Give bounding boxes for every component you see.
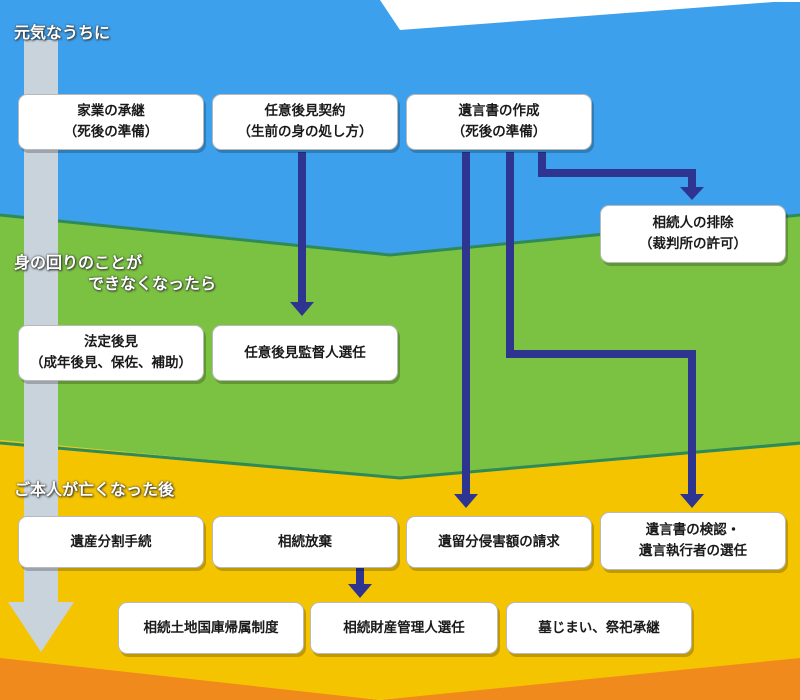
box-heir-exclusion-line2: （裁判所の許可） [639, 236, 747, 252]
band-healthy [0, 0, 800, 255]
box-estate-administrator: 相続財産管理人選任 [310, 602, 498, 654]
connector-will-probate-c [688, 350, 696, 496]
divider-declining-after [0, 441, 800, 480]
box-guardian-supervisor: 任意後見監督人選任 [212, 325, 398, 381]
box-family-business-line2: （死後の準備） [63, 124, 159, 140]
box-heir-exclusion-line1: 相続人の排除 [652, 215, 734, 231]
box-land-to-state: 相続土地国庫帰属制度 [118, 602, 304, 654]
box-land-to-state-line1: 相続土地国庫帰属制度 [143, 619, 279, 636]
arrowhead-forced-share [454, 494, 478, 508]
box-grave-closure-line1: 墓じまい、祭祀承継 [538, 619, 660, 636]
connector-will-probate-b [506, 350, 696, 358]
box-estate-division-line1: 遺産分割手続 [70, 533, 152, 550]
box-renunciation-line1: 相続放棄 [278, 533, 332, 550]
top-notch-fill [380, 0, 800, 2]
connector-renunciation-admin [356, 568, 364, 586]
stage-label-declining-1: 身の回りのことが [14, 253, 143, 272]
box-legal-guardianship-line2: （成年後見、保佐、補助） [30, 355, 192, 371]
box-will-creation: 遺言書の作成 （死後の準備） [406, 94, 592, 150]
box-family-business-line1: 家業の承継 [77, 103, 145, 119]
box-will-probate-line2: 遺言執行者の選任 [639, 543, 747, 559]
arrowhead-supervisor [290, 302, 314, 316]
box-will-creation-line1: 遺言書の作成 [458, 103, 540, 119]
box-legal-guardianship-line1: 法定後見 [84, 334, 138, 350]
box-will-creation-line2: （死後の準備） [451, 124, 547, 140]
connector-will-heir-a [538, 152, 546, 176]
connector-will-heir-c [688, 169, 696, 189]
box-legal-guardianship: 法定後見 （成年後見、保佐、補助） [18, 325, 204, 381]
box-grave-closure: 墓じまい、祭祀承継 [506, 602, 692, 654]
box-renunciation: 相続放棄 [212, 516, 398, 568]
bottom-edge [0, 655, 800, 700]
box-forced-share-claim: 遺留分侵害額の請求 [406, 516, 592, 568]
connector-will-probate-a [506, 152, 514, 357]
box-heir-exclusion: 相続人の排除 （裁判所の許可） [600, 205, 786, 263]
arrowhead-heir [680, 187, 704, 200]
connector-guardianship-supervisor [298, 152, 306, 304]
stage-label-declining-2: できなくなったら [88, 274, 217, 293]
arrowhead-admin [348, 584, 372, 598]
box-voluntary-guardianship-contract: 任意後見契約 （生前の身の処し方） [212, 94, 398, 150]
box-estate-division: 遺産分割手続 [18, 516, 204, 568]
box-voluntary-guardianship-line1: 任意後見契約 [264, 103, 346, 119]
box-estate-administrator-line1: 相続財産管理人選任 [343, 619, 465, 636]
stage-label-healthy: 元気なうちに [14, 23, 111, 42]
box-will-probate-line1: 遺言書の検認・ [645, 522, 741, 538]
band-declining [0, 210, 800, 478]
box-guardian-supervisor-line1: 任意後見監督人選任 [244, 344, 366, 361]
box-will-probate: 遺言書の検認・ 遺言執行者の選任 [600, 512, 786, 570]
box-forced-share-claim-line1: 遺留分侵害額の請求 [438, 533, 560, 550]
connector-will-forced-share [462, 152, 470, 496]
time-arrow-head [8, 602, 74, 652]
connector-will-heir-b [538, 169, 696, 177]
top-notch [0, 0, 800, 30]
stage-label-after-death: ご本人が亡くなった後 [14, 480, 175, 499]
arrowhead-probate [680, 494, 704, 508]
connector-arrows [290, 152, 704, 598]
box-voluntary-guardianship-line2: （生前の身の処し方） [237, 124, 373, 140]
box-family-business: 家業の承継 （死後の準備） [18, 94, 204, 150]
